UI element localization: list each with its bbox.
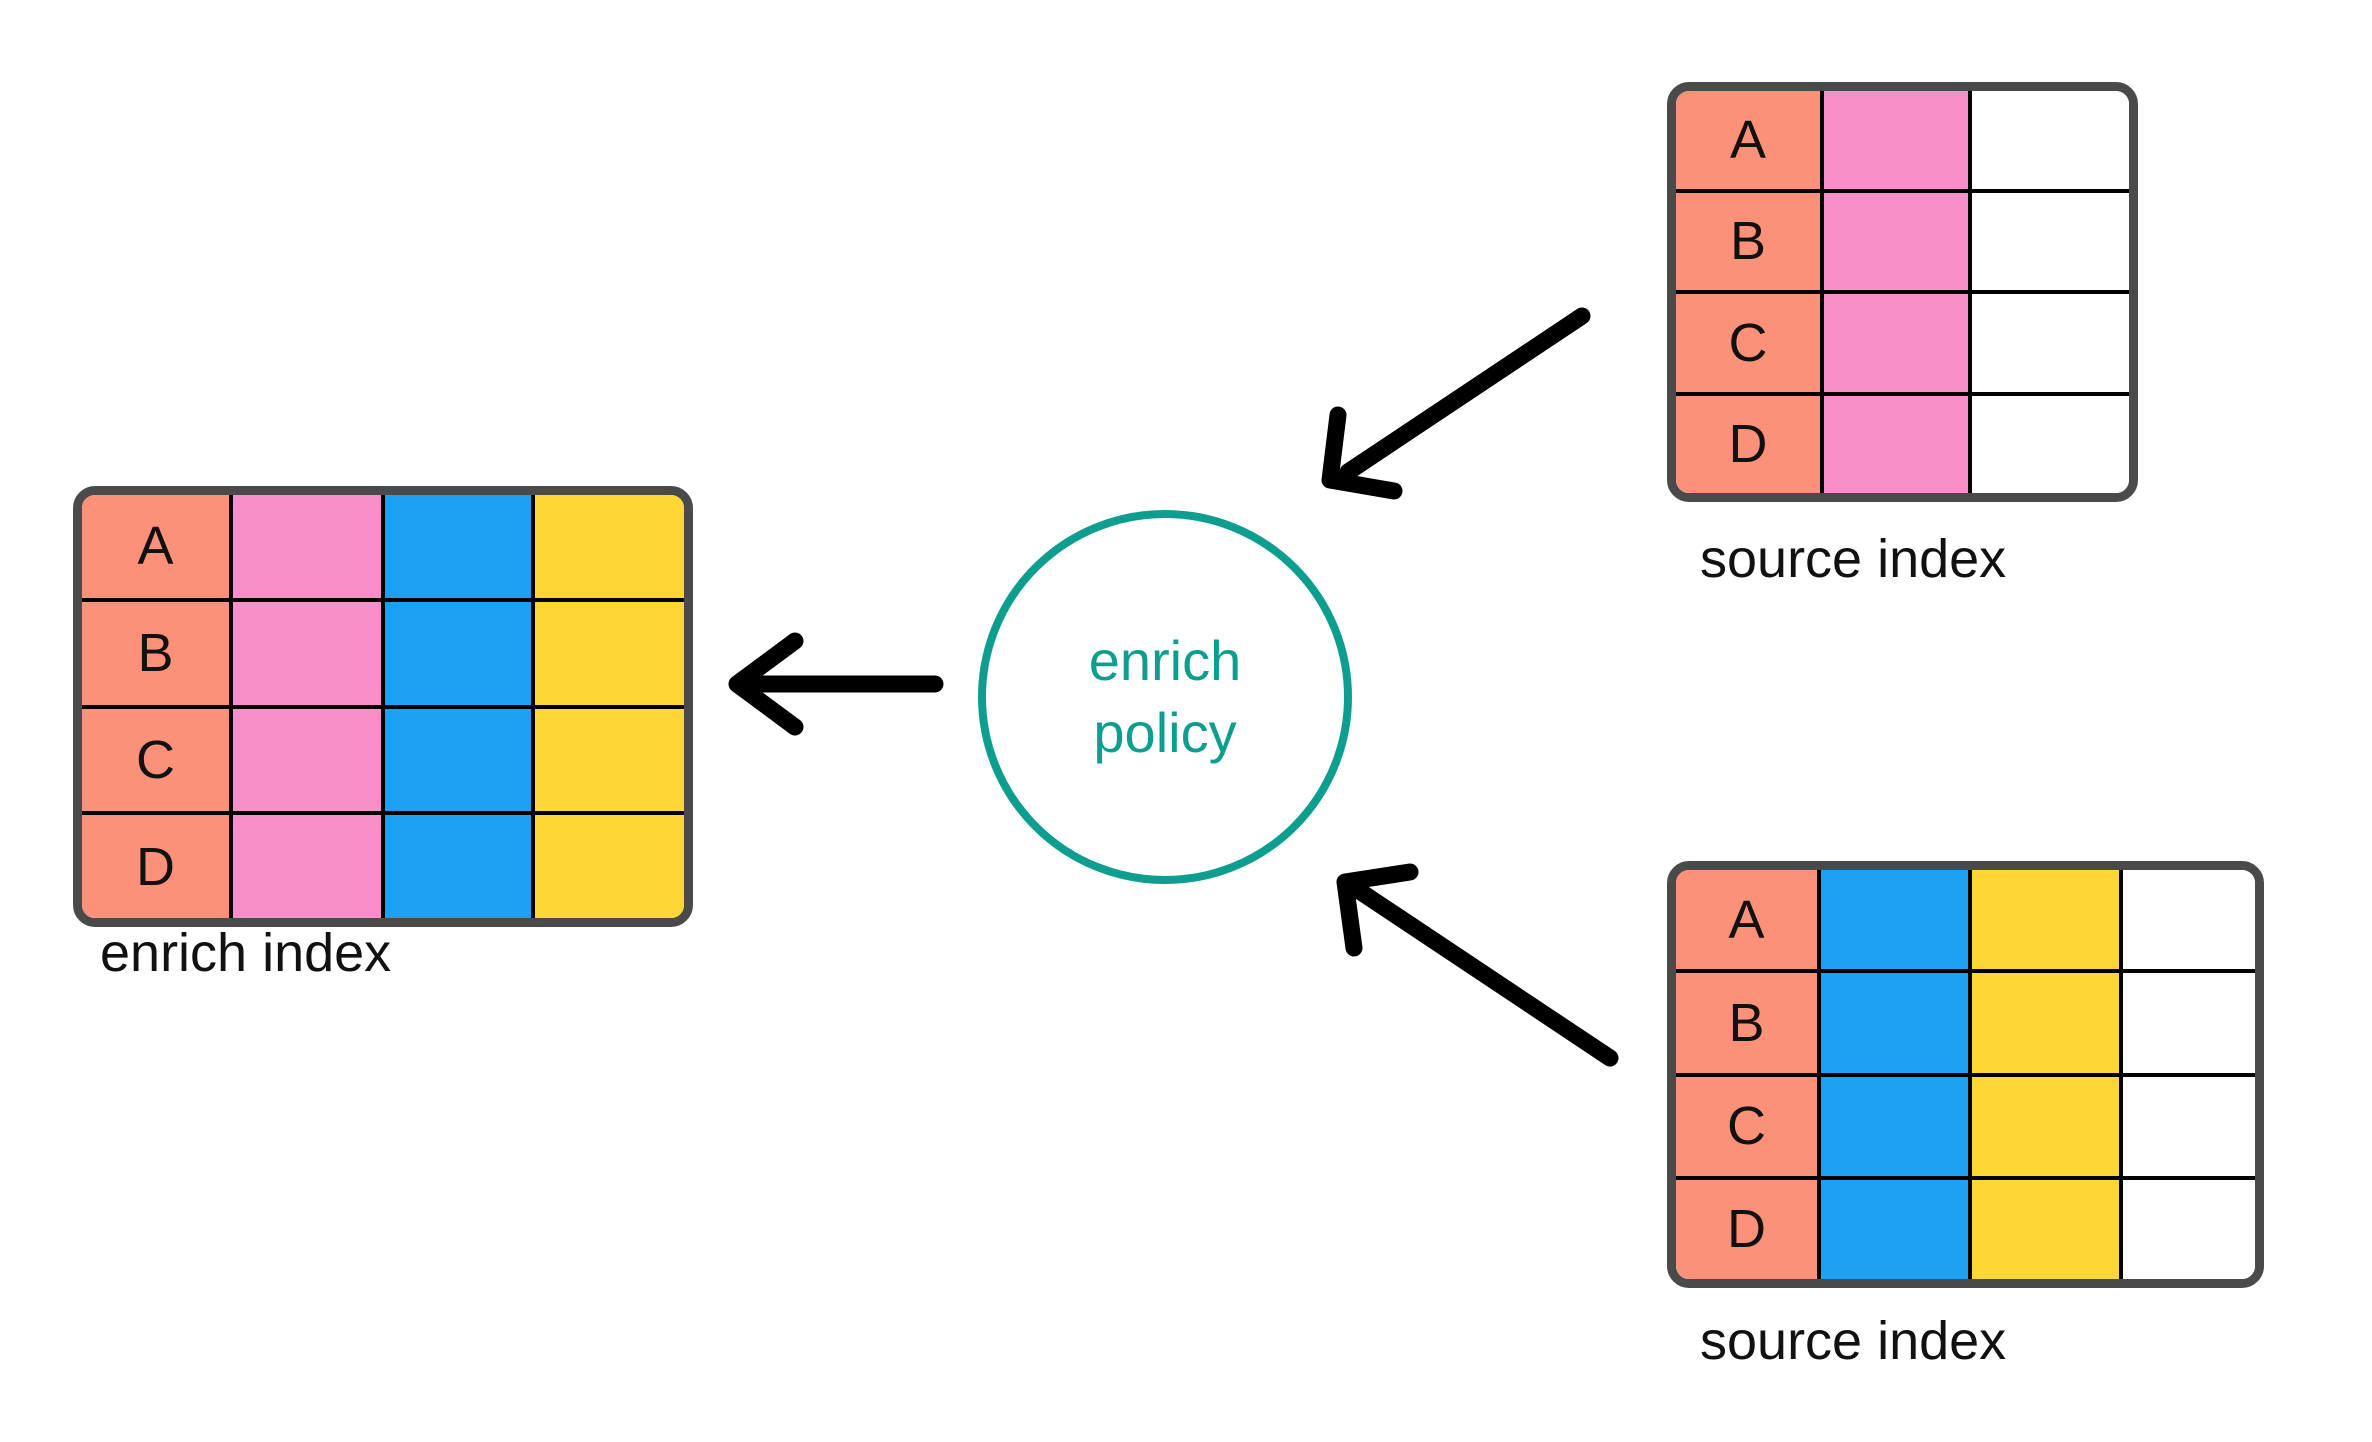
enrich-value-cell [385, 495, 535, 598]
source-empty-cell [2123, 1179, 2255, 1279]
enrich-value-cell [233, 708, 385, 812]
source-index-top-caption: source index [1700, 529, 2007, 589]
enrich-value-cell [535, 495, 684, 598]
source-value-cell [1972, 973, 2123, 1073]
source-key-cell: C [1676, 294, 1824, 392]
enrich-index-table: A B C D [73, 486, 693, 927]
enrich-value-cell [233, 601, 385, 705]
source-key-cell: D [1676, 395, 1824, 493]
enrich-value-cell [385, 601, 535, 705]
source-empty-cell [1972, 395, 2129, 493]
source-key-cell: A [1676, 870, 1821, 970]
table-row: B [82, 601, 684, 709]
arrow-top-source-to-policy-icon [1321, 307, 1591, 500]
source-key-cell: C [1676, 1076, 1821, 1176]
source-value-cell [1972, 1179, 2123, 1279]
enrich-value-cell [535, 708, 684, 812]
source-value-cell [1821, 973, 1972, 1073]
enrich-index-caption: enrich index [100, 923, 392, 983]
enrich-value-cell [535, 601, 684, 705]
table-row: B [1676, 192, 2129, 294]
table-row: D [1676, 395, 2129, 493]
enrich-key-cell: A [82, 495, 233, 598]
enrich-key-cell: D [82, 815, 233, 918]
enrich-value-cell [233, 495, 385, 598]
enrich-value-cell [233, 815, 385, 918]
table-row: D [82, 815, 684, 918]
source-key-cell: B [1676, 973, 1821, 1073]
enrich-key-cell: C [82, 708, 233, 812]
source-empty-cell [2123, 870, 2255, 970]
table-row: C [1676, 1076, 2255, 1180]
table-row: C [1676, 294, 2129, 396]
enrich-key-cell: B [82, 601, 233, 705]
table-row: A [1676, 870, 2255, 974]
source-value-cell [1824, 192, 1972, 290]
source-value-cell [1824, 395, 1972, 493]
source-value-cell [1824, 294, 1972, 392]
source-index-bottom-table: A B C D [1667, 861, 2264, 1288]
enrich-policy-label-line2: policy [1093, 701, 1237, 764]
source-value-cell [1821, 870, 1972, 970]
source-value-cell [1821, 1076, 1972, 1176]
table-row: B [1676, 973, 2255, 1077]
source-key-cell: A [1676, 91, 1824, 189]
source-index-bottom-caption: source index [1700, 1311, 2007, 1371]
source-empty-cell [2123, 973, 2255, 1073]
enrich-value-cell [535, 815, 684, 918]
table-row: A [1676, 91, 2129, 193]
arrow-bottom-source-to-policy-icon [1336, 863, 1619, 1067]
table-row: A [82, 495, 684, 602]
enrich-value-cell [385, 815, 535, 918]
source-value-cell [1821, 1179, 1972, 1279]
enrich-policy-node[interactable]: enrich policy [978, 510, 1352, 884]
source-value-cell [1972, 1076, 2123, 1176]
source-empty-cell [1972, 192, 2129, 290]
enrich-policy-label-line1: enrich [1088, 629, 1242, 693]
source-empty-cell [2123, 1076, 2255, 1176]
arrow-policy-to-enrich-index-icon [728, 632, 944, 736]
source-index-top-table: A B C D [1667, 82, 2138, 502]
table-row: D [1676, 1179, 2255, 1279]
source-empty-cell [1972, 294, 2129, 392]
source-key-cell: B [1676, 192, 1824, 290]
source-empty-cell [1972, 91, 2129, 189]
source-key-cell: D [1676, 1179, 1821, 1279]
source-value-cell [1972, 870, 2123, 970]
table-row: C [82, 708, 684, 816]
source-value-cell [1824, 91, 1972, 189]
enrich-value-cell [385, 708, 535, 812]
